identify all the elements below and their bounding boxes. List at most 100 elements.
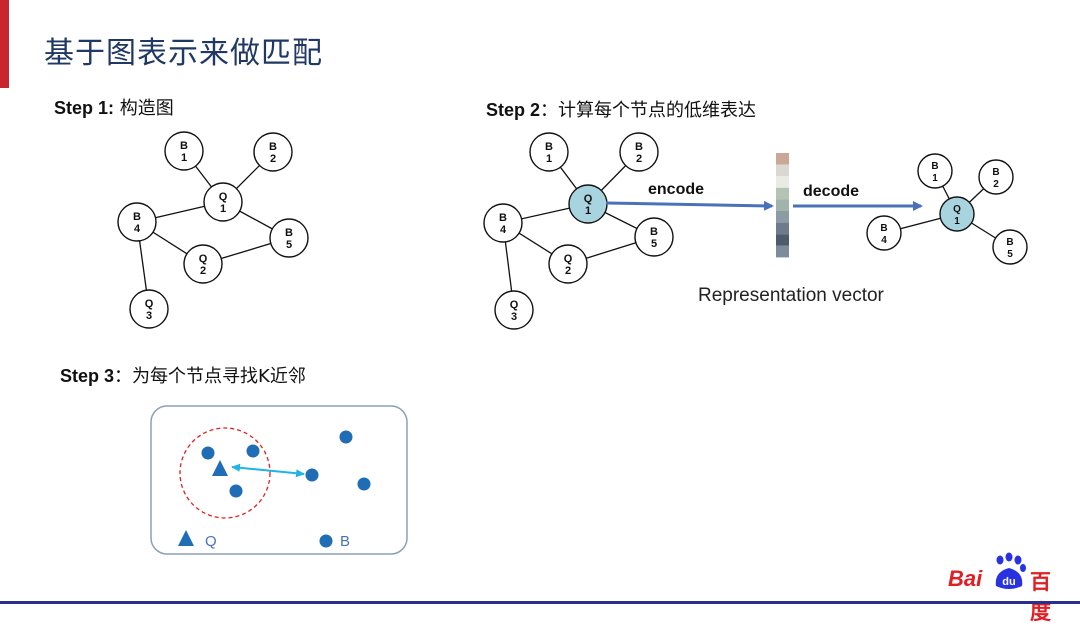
node-number: 4 (881, 235, 887, 246)
graph-node-b2: B2 (619, 132, 659, 172)
graph-node-q3: Q3 (494, 290, 534, 330)
node-number: 1 (220, 203, 226, 215)
step3-bold: Step 3 (60, 366, 115, 386)
slide-title: 基于图表示来做匹配 (44, 36, 323, 71)
logo-bai-text: Bai (948, 566, 983, 591)
legend-b-dot (319, 534, 333, 548)
node-letter: Q (145, 298, 154, 310)
node-letter: Q (953, 204, 961, 215)
bottom-rule (0, 601, 1080, 604)
node-number: 1 (181, 152, 187, 164)
node-letter: Q (199, 253, 208, 265)
representation-vector-label: Representation vector (698, 285, 884, 306)
graph-node-q1: Q1 (568, 184, 608, 224)
node-number: 3 (146, 310, 152, 322)
graph-node-b4: B4 (866, 215, 902, 251)
graph-node-b5: B5 (269, 218, 309, 258)
node-number: 5 (286, 239, 292, 251)
node-letter: B (1006, 237, 1013, 248)
graph-node-b4: B4 (483, 203, 523, 243)
node-number: 1 (546, 153, 552, 165)
decode-label: decode (803, 183, 859, 200)
graph-node-q2: Q2 (548, 244, 588, 284)
logo-paw-icon: du (992, 552, 1028, 597)
node-letter: Q (564, 253, 573, 265)
node-number: 5 (1007, 249, 1013, 260)
graph-node-q1: Q1 (203, 182, 243, 222)
legend-b-label: B (340, 533, 350, 550)
encode-label: encode (648, 181, 704, 198)
node-letter: B (992, 167, 999, 178)
step1-text: 构造图 (114, 98, 174, 119)
node-letter: B (285, 227, 293, 239)
node-number: 5 (651, 238, 657, 250)
node-letter: B (545, 141, 553, 153)
node-letter: B (650, 226, 658, 238)
node-letter: B (635, 141, 643, 153)
step1-bold: Step 1: (54, 98, 115, 118)
node-letter: B (269, 141, 277, 153)
step2-label: Step 2：计算每个节点的低维表达 (486, 96, 756, 122)
logo-du-text: du (1002, 576, 1015, 588)
knn-point-b (246, 444, 260, 458)
node-number: 3 (511, 311, 517, 323)
graph-node-b1: B1 (164, 131, 204, 171)
node-letter: Q (219, 191, 228, 203)
representation-vector (776, 153, 789, 258)
vector-cell (776, 222, 789, 235)
encode-arrow (605, 200, 774, 211)
node-letter: B (931, 161, 938, 172)
graph-node-b4: B4 (117, 202, 157, 242)
vector-cell (776, 176, 789, 188)
graph-node-b5: B5 (634, 217, 674, 257)
node-number: 4 (500, 224, 507, 236)
vector-cell (776, 245, 789, 258)
graph-node-b5: B5 (992, 229, 1028, 265)
step3-text: ：为每个节点寻找K近邻 (114, 366, 306, 387)
graph-node-q2: Q2 (183, 244, 223, 284)
vector-cell (776, 234, 789, 246)
knn-point-b (201, 446, 215, 460)
vector-cell (776, 153, 789, 165)
vector-cell (776, 211, 789, 223)
vector-cell (776, 164, 789, 177)
step2-bold: Step 2 (486, 100, 541, 120)
node-letter: B (180, 140, 188, 152)
legend-q-label: Q (205, 533, 217, 550)
graph-node-b1: B1 (917, 153, 953, 189)
legend-q-triangle (178, 530, 194, 546)
node-number: 1 (585, 205, 591, 217)
node-number: 2 (270, 153, 276, 165)
node-number: 2 (200, 265, 206, 277)
step3-label: Step 3：为每个节点寻找K近邻 (60, 362, 306, 388)
node-letter: B (133, 211, 141, 223)
knn-point-b (229, 484, 243, 498)
graph-node-b1: B1 (529, 132, 569, 172)
step1-label: Step 1: 构造图 (54, 94, 174, 120)
graph-node-q1: Q1 (939, 196, 975, 232)
knn-point-b (339, 430, 353, 444)
node-number: 4 (134, 223, 141, 235)
node-number: 1 (954, 216, 960, 227)
title-accent-bar (0, 0, 9, 88)
vector-cell (776, 187, 789, 200)
knn-query-triangle (212, 460, 228, 476)
graph-node-b2: B2 (978, 159, 1014, 195)
node-number: 2 (993, 179, 999, 190)
knn-point-b (305, 468, 319, 482)
node-number: 2 (565, 265, 571, 277)
node-letter: Q (510, 299, 519, 311)
node-number: 2 (636, 153, 642, 165)
knn-point-b (357, 477, 371, 491)
node-number: 1 (932, 173, 938, 184)
knn-distance-arrow (231, 463, 305, 478)
node-letter: B (499, 212, 507, 224)
logo-cn-text: 百度 (1030, 570, 1051, 624)
graph-node-b2: B2 (253, 132, 293, 172)
node-letter: Q (584, 193, 593, 205)
graph-node-q3: Q3 (129, 289, 169, 329)
